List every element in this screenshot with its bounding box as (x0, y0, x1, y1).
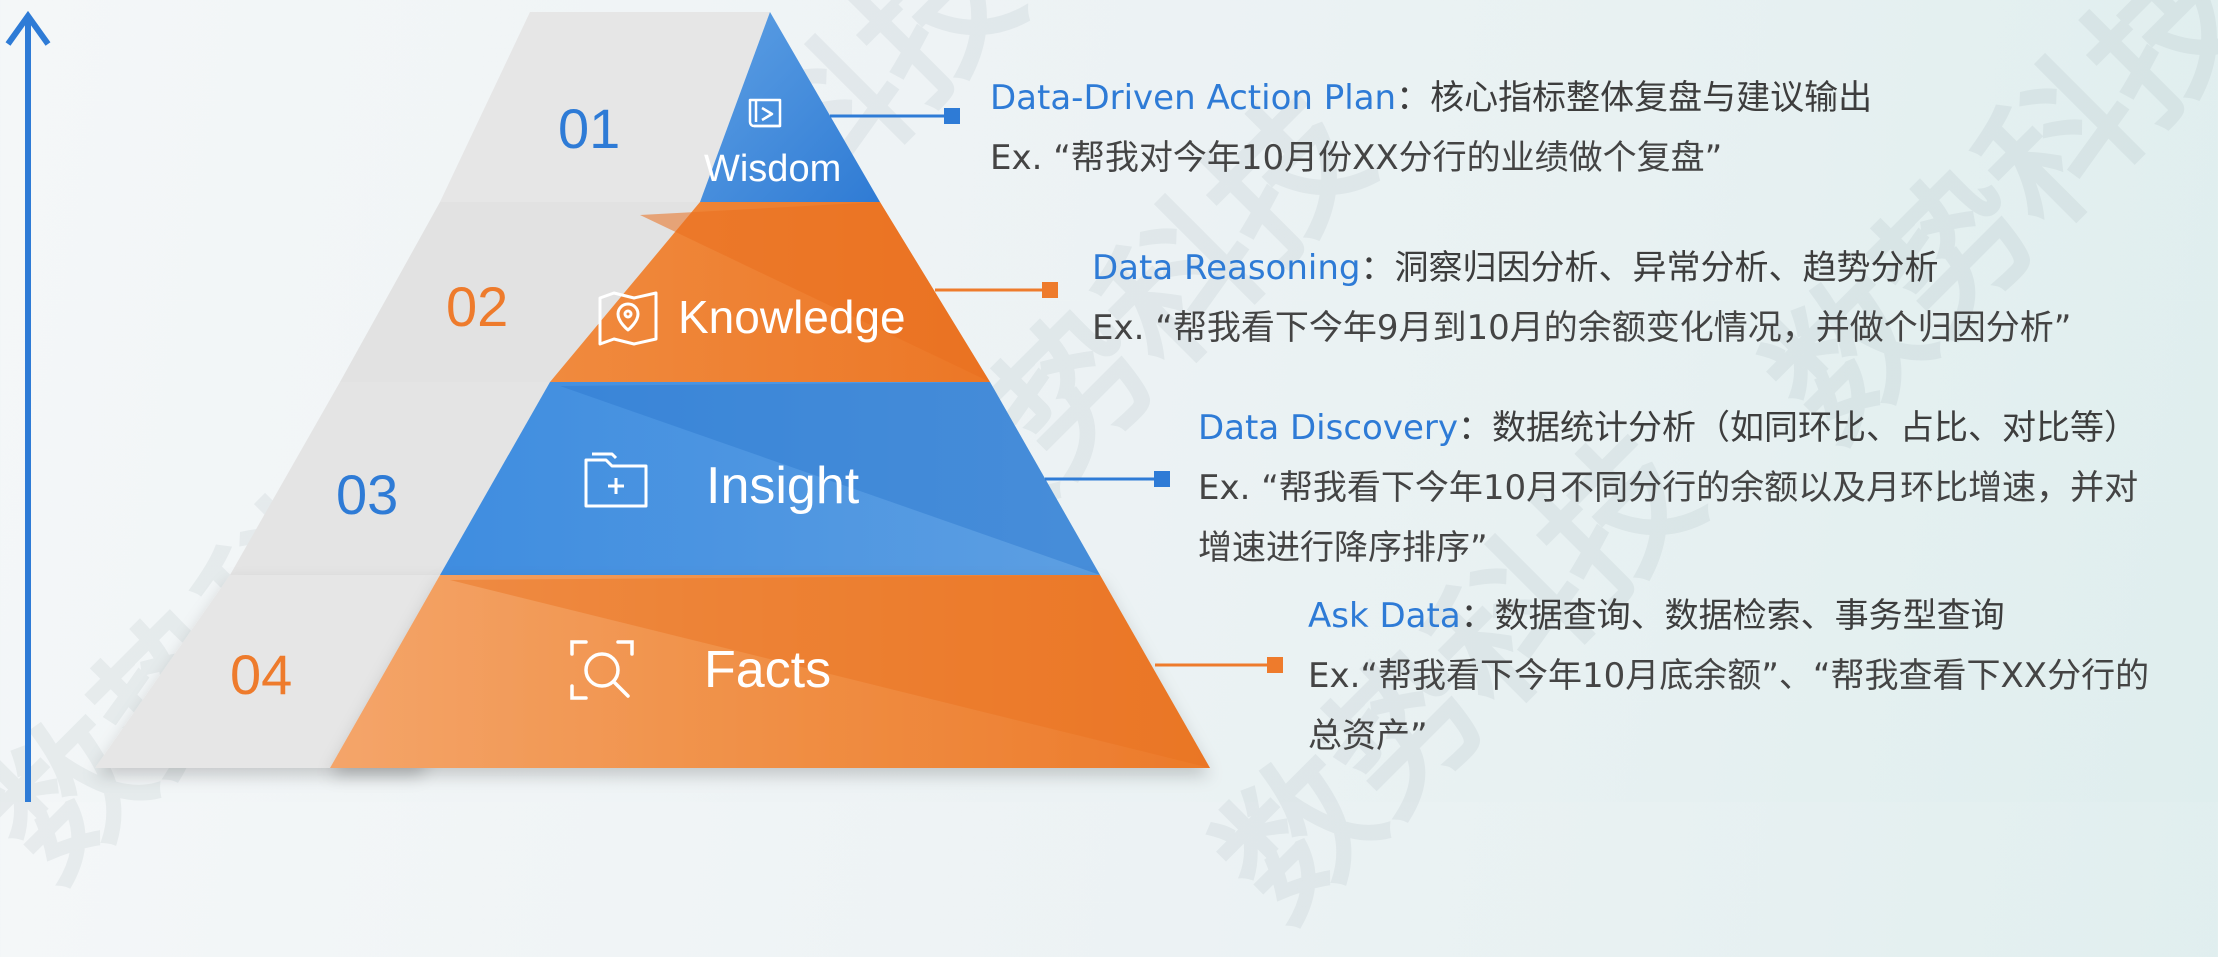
axis-arrow-head (5, 10, 51, 46)
tier-label-knowledge: Knowledge (678, 291, 906, 343)
level-number-02: 02 (446, 275, 509, 338)
desc-example-line1: Ex.“帮我看下今年10月底余额”、“帮我查看下XX分行的 (1308, 656, 2150, 696)
description-title-line: Data Discovery：数据统计分析（如同环比、占比、对比等） (1198, 398, 2138, 458)
tier-facts (330, 575, 1210, 768)
desc-example-line1: Ex. “帮我看下今年10月不同分行的余额以及月环比增速，并对 (1198, 468, 2139, 508)
desc-subtitle: 数据查询、数据检索、事务型查询 (1494, 596, 2005, 636)
level-number-01: 01 (558, 97, 621, 160)
description-title-line: Data Reasoning：洞察归因分析、异常分析、趋势分析 (1092, 238, 2071, 298)
desc-colon: ： (1360, 248, 1395, 288)
desc-subtitle: 洞察归因分析、异常分析、趋势分析 (1394, 248, 1939, 288)
tier-wisdom (700, 12, 880, 202)
desc-subtitle: 数据统计分析（如同环比、占比、对比等） (1491, 408, 2138, 448)
description-02: Data Reasoning：洞察归因分析、异常分析、趋势分析 Ex. “帮我看… (1092, 238, 2071, 358)
level-number-03: 03 (336, 463, 399, 526)
description-03: Data Discovery：数据统计分析（如同环比、占比、对比等） Ex. “… (1198, 398, 2138, 578)
description-title-line: Ask Data：数据查询、数据检索、事务型查询 (1308, 586, 2149, 646)
connector-3 (1045, 471, 1170, 487)
desc-title: Ask Data (1308, 596, 1461, 636)
desc-example-line2: 总资产” (1308, 716, 1428, 756)
tier-label-wisdom: Wisdom (704, 148, 842, 190)
description-04: Ask Data：数据查询、数据检索、事务型查询 Ex.“帮我看下今年10月底余… (1308, 586, 2149, 766)
tier-insight (440, 382, 1100, 575)
desc-title: Data Discovery (1198, 408, 1458, 448)
scan-search-icon (570, 640, 634, 700)
desc-colon: ： (1457, 408, 1492, 448)
scroll-icon (748, 98, 782, 128)
connector-2 (935, 282, 1058, 298)
desc-title: Data-Driven Action Plan (990, 78, 1397, 118)
desc-colon: ： (1460, 596, 1495, 636)
pyramid-graphic (5, 10, 1283, 802)
connector-1 (830, 108, 960, 124)
desc-subtitle: 核心指标整体复盘与建议输出 (1430, 78, 1873, 118)
desc-title: Data Reasoning (1092, 248, 1361, 288)
desc-example: Ex. “帮我对今年10月份XX分行的业绩做个复盘” (990, 138, 1723, 178)
folder-plus-icon (584, 452, 648, 508)
description-title-line: Data-Driven Action Plan：核心指标整体复盘与建议输出 (990, 68, 1872, 128)
description-01: Data-Driven Action Plan：核心指标整体复盘与建议输出 Ex… (990, 68, 1872, 188)
connector-4 (1155, 657, 1283, 673)
desc-colon: ： (1396, 78, 1431, 118)
tier-label-insight: Insight (706, 457, 860, 515)
desc-example-line2: 增速进行降序排序” (1198, 528, 1488, 568)
level-number-04: 04 (230, 643, 293, 706)
map-pin-icon (598, 291, 658, 346)
desc-example: Ex. “帮我看下今年9月到10月的余额变化情况，并做个归因分析” (1092, 308, 2072, 348)
tier-label-facts: Facts (704, 641, 832, 699)
